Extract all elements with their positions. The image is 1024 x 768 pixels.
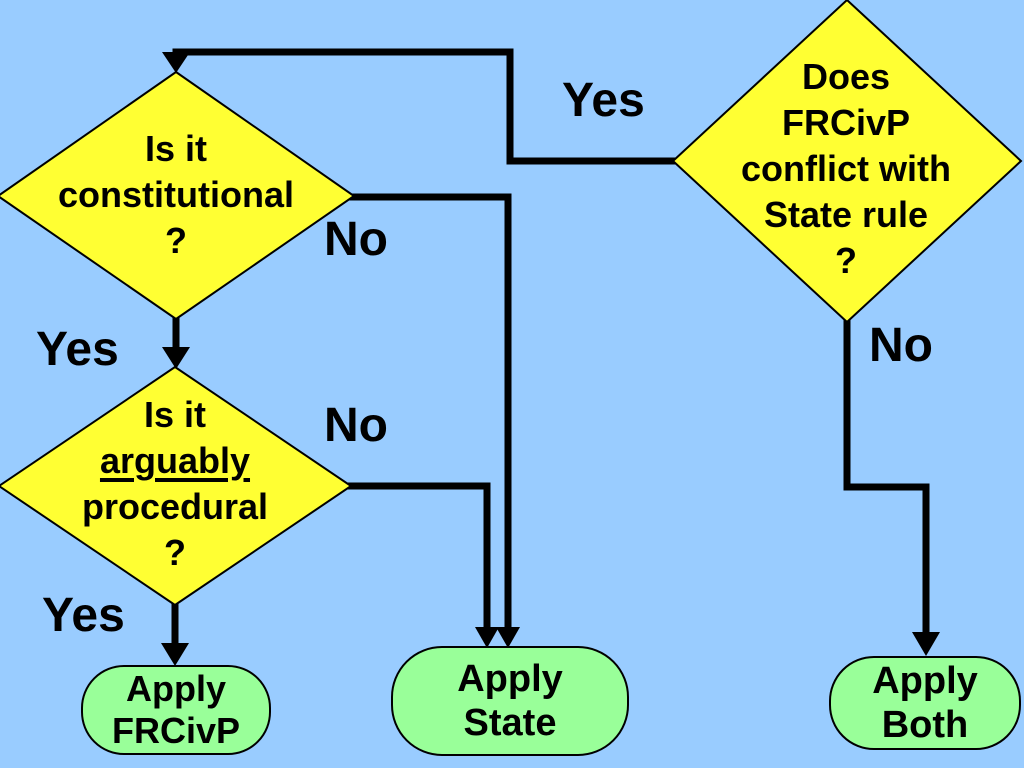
arrowhead-into-constitutional xyxy=(162,52,190,73)
edge-constitutional-no-line xyxy=(348,193,512,630)
arrowhead-procedural-no-into-apply-state xyxy=(475,627,499,648)
decision-constitutional-shape xyxy=(0,70,356,321)
arrowhead-into-apply-frcivp xyxy=(161,643,189,666)
decision-procedural-shape xyxy=(0,365,353,607)
edge-procedural-no-line xyxy=(346,482,491,630)
terminal-apply-state-shape xyxy=(391,646,629,756)
terminal-apply-frcivp-shape xyxy=(81,665,271,755)
terminal-apply-both-shape xyxy=(829,656,1021,750)
arrowhead-into-procedural xyxy=(162,347,190,369)
edge-conflict-no-line xyxy=(843,318,930,635)
arrowhead-constitutional-no-into-apply-state xyxy=(496,627,520,648)
decision-conflict-shape xyxy=(671,0,1023,324)
arrowhead-into-apply-both xyxy=(912,632,940,656)
